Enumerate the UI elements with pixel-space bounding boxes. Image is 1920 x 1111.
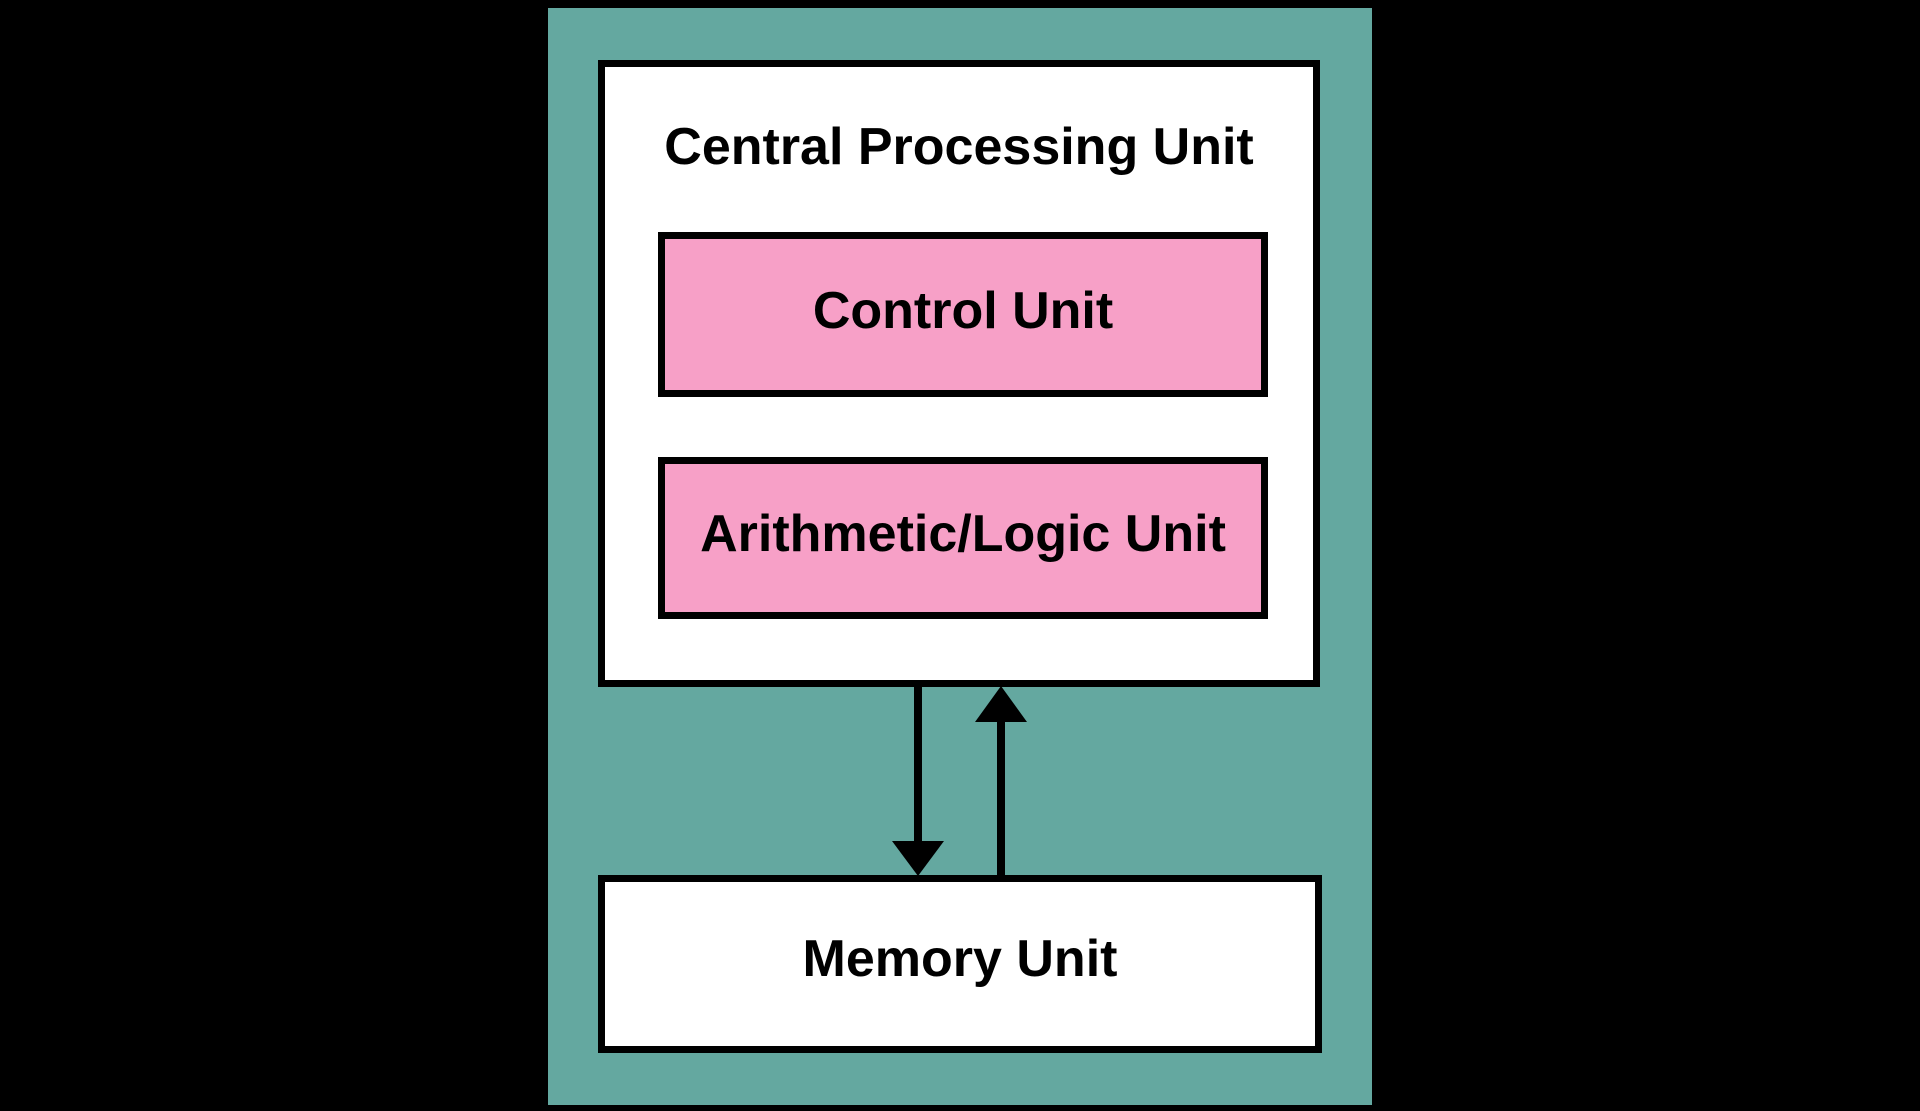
memory-unit-box: Memory Unit xyxy=(598,875,1322,1053)
control-unit-label: Control Unit xyxy=(812,281,1114,340)
memory-unit-label: Memory Unit xyxy=(802,930,1118,988)
control-unit-box: Control Unit xyxy=(658,232,1268,397)
cpu-box: Central Processing Unit Control Unit Ari… xyxy=(598,60,1320,687)
alu-box: Arithmetic/Logic Unit xyxy=(658,457,1268,619)
cpu-title: Central Processing Unit xyxy=(664,118,1254,176)
alu-label: Arithmetic/Logic Unit xyxy=(700,505,1226,563)
